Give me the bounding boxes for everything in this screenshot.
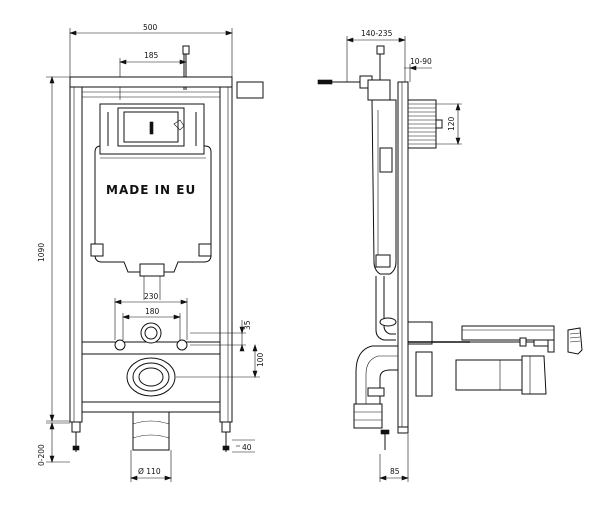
- dim-label-10-90: 10-90: [410, 57, 432, 66]
- dim-label-1090: 1090: [37, 243, 46, 262]
- cistern-clip-left: [90, 243, 104, 257]
- side-view: 140-235 10-90: [317, 29, 583, 482]
- dim-185: 185: [119, 51, 187, 100]
- drain-bend: [126, 357, 176, 451]
- dim-100: 100: [176, 344, 265, 378]
- side-connection-block: [407, 321, 470, 397]
- dim-label-35: 35: [243, 320, 252, 330]
- dim-label-180: 180: [145, 307, 160, 316]
- dim-85: 85: [379, 434, 409, 482]
- ribbed-wall-plate: [407, 99, 443, 149]
- side-cistern: [371, 99, 397, 341]
- front-view: 500 185 1090: [37, 23, 265, 482]
- flush-opening: [99, 103, 205, 155]
- side-top-valve: [317, 45, 391, 101]
- dim-label-85: 85: [390, 467, 400, 476]
- dim-label-110: Ø 110: [138, 467, 161, 476]
- dim-label-120: 120: [447, 116, 456, 131]
- made-in-label: MADE IN EU: [106, 183, 196, 197]
- dim-180: 180: [122, 307, 181, 340]
- dim-120: 120: [436, 103, 462, 145]
- side-frame: [397, 81, 409, 428]
- drain-sleeve-exploded: [455, 355, 547, 395]
- dim-label-500: 500: [143, 23, 158, 32]
- dim-35: 35: [190, 320, 252, 352]
- inlet-pipe: [114, 322, 188, 351]
- dim-label-230: 230: [144, 292, 159, 301]
- front-feet: [71, 421, 231, 452]
- side-foot: [380, 426, 409, 450]
- dim-10-90: 10-90: [404, 57, 432, 82]
- dim-label-100: 100: [256, 352, 265, 367]
- dim-label-140-235: 140-235: [361, 29, 393, 38]
- dim-label-0-200: 0-200: [37, 444, 46, 466]
- dim-label-40: 40: [242, 443, 252, 452]
- dim-0-200: 0-200: [37, 422, 70, 466]
- seal-clip-exploded: [567, 327, 583, 355]
- actuator-plate: [236, 81, 264, 99]
- side-drain-bend: [353, 345, 399, 429]
- dim-110: Ø 110: [130, 450, 172, 482]
- dim-140-235: 140-235: [346, 29, 406, 82]
- dim-230: 230: [114, 292, 188, 340]
- dim-label-185: 185: [144, 51, 159, 60]
- dim-40: 40: [232, 439, 255, 453]
- cistern: MADE IN EU: [90, 145, 212, 300]
- flush-pipe-exploded: [461, 325, 555, 353]
- dim-width-500: 500: [69, 23, 233, 78]
- cistern-clip-right: [198, 243, 212, 257]
- dim-height-1090: 1090: [37, 76, 70, 422]
